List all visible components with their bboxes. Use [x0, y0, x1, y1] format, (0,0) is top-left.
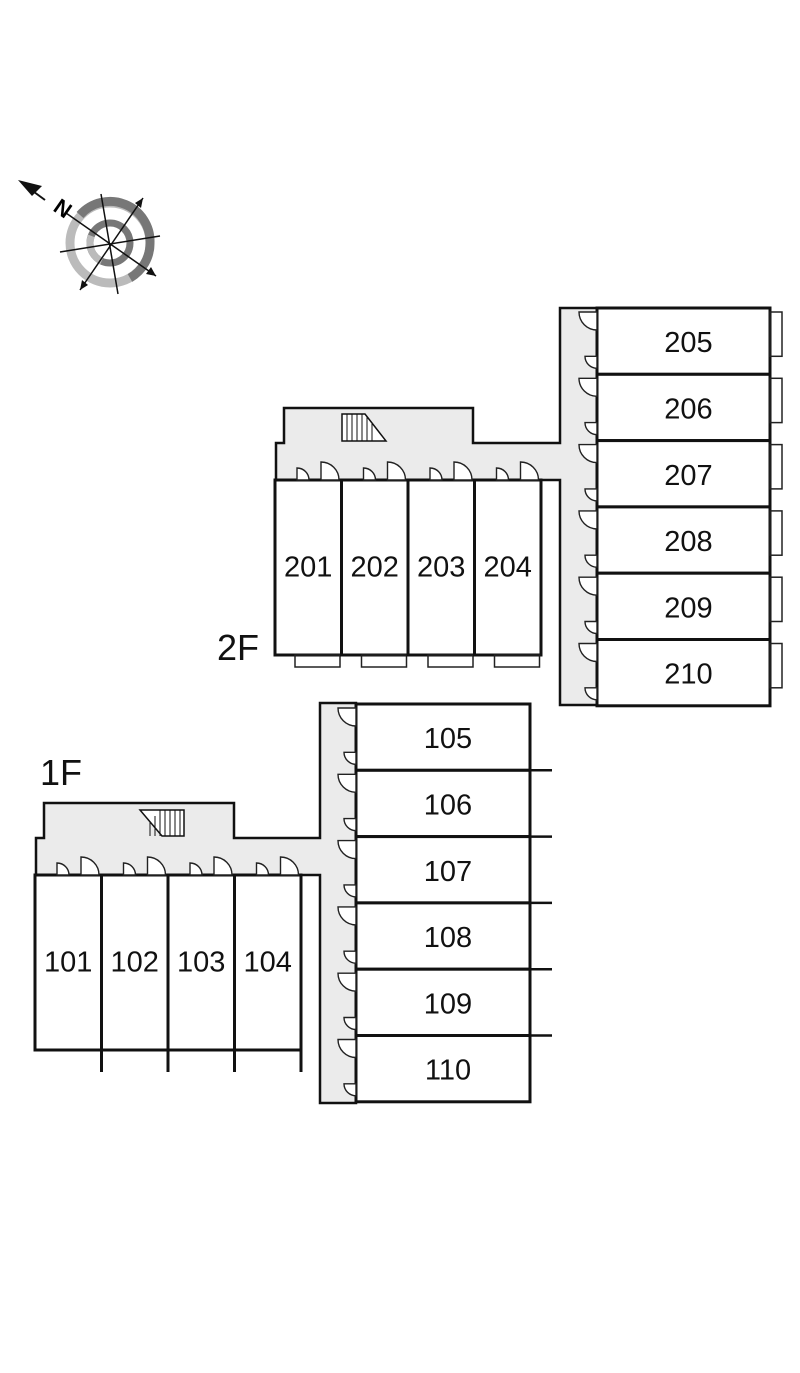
unit-number-label: 207: [664, 460, 712, 492]
unit-number-label: 104: [244, 947, 292, 979]
balcony: [294, 654, 341, 668]
unit-101[interactable]: 101: [33, 856, 103, 1072]
balcony: [769, 311, 783, 358]
floor-1f: 101 102 103 104 105 106 107 108 109 110: [33, 701, 552, 1105]
unit-206[interactable]: 206: [578, 372, 783, 443]
unit-number-label: 101: [44, 947, 92, 979]
unit-209[interactable]: 209: [578, 571, 783, 642]
balcony: [493, 654, 541, 668]
unit-103[interactable]: 103: [166, 856, 236, 1072]
balcony: [360, 654, 408, 668]
unit-number-label: 110: [425, 1055, 471, 1087]
unit-104[interactable]: 104: [233, 856, 303, 1072]
unit-205[interactable]: 205: [578, 306, 783, 376]
unit-106[interactable]: 106: [337, 768, 552, 839]
unit-number-label: 108: [424, 922, 472, 954]
unit-201[interactable]: 201: [273, 461, 343, 668]
unit-number-label: 205: [664, 327, 712, 359]
floor-label-1f: 1F: [40, 752, 82, 793]
compass-icon: [18, 180, 161, 295]
floor-label-2f: 2F: [217, 627, 259, 668]
balcony: [769, 576, 783, 623]
balcony: [427, 654, 474, 668]
unit-102[interactable]: 102: [100, 856, 170, 1072]
unit-202[interactable]: 202: [340, 461, 410, 668]
unit-number-label: 102: [111, 947, 159, 979]
unit-208[interactable]: 208: [578, 505, 783, 575]
unit-number-label: 204: [484, 552, 532, 584]
balcony: [769, 377, 783, 424]
unit-number-label: 109: [424, 988, 472, 1020]
balcony: [769, 443, 783, 490]
unit-210[interactable]: 210: [578, 638, 783, 708]
unit-number-label: 106: [424, 789, 472, 821]
compass-north-label: N: [49, 194, 76, 224]
floor-2f: 201 202 203 204 205 206 207 208 209 210: [273, 306, 783, 708]
unit-number-label: 209: [664, 592, 712, 624]
unit-108[interactable]: 108: [337, 901, 552, 971]
unit-number-label: 103: [177, 947, 225, 979]
unit-107[interactable]: 107: [337, 835, 552, 905]
stairs-icon-1f: [138, 809, 185, 837]
unit-number-label: 105: [424, 723, 472, 755]
unit-207[interactable]: 207: [578, 439, 783, 509]
unit-110[interactable]: 110: [337, 1034, 552, 1104]
unit-number-label: 203: [417, 552, 465, 584]
unit-204[interactable]: 204: [473, 461, 543, 668]
balcony: [769, 642, 783, 689]
balcony: [769, 510, 783, 556]
unit-203[interactable]: 203: [406, 461, 476, 668]
unit-number-label: 206: [664, 393, 712, 425]
unit-number-label: 202: [351, 552, 399, 584]
unit-number-label: 210: [664, 659, 712, 691]
unit-number-label: 201: [284, 552, 332, 584]
stairs-icon-2f: [341, 413, 388, 442]
unit-105[interactable]: 105: [337, 702, 532, 772]
unit-109[interactable]: 109: [337, 967, 552, 1038]
unit-number-label: 107: [424, 856, 472, 888]
unit-number-label: 208: [664, 526, 712, 558]
